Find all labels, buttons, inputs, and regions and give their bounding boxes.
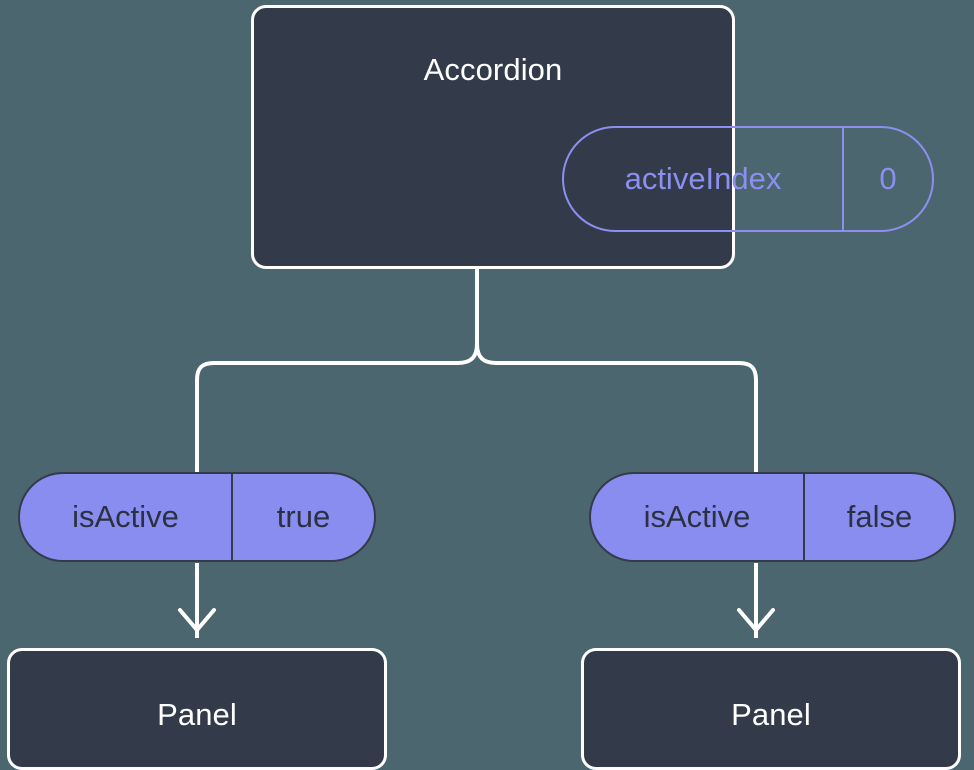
arrow-head-left-icon	[178, 608, 216, 634]
arrow-head-right-icon	[737, 608, 775, 634]
panel-node-left[interactable]: Panel	[7, 648, 387, 770]
panel-node-left-label: Panel	[157, 697, 237, 732]
accordion-node-label: Accordion	[423, 52, 563, 87]
state-pill-activeindex[interactable]: activeIndex 0	[562, 126, 934, 232]
state-pill-activeindex-key: activeIndex	[624, 161, 782, 196]
connector-fork-left	[195, 343, 479, 472]
prop-pill-isactive-false-key: isActive	[643, 499, 751, 534]
connector-fork-right	[475, 343, 758, 472]
state-pill-activeindex-value: 0	[842, 128, 932, 230]
accordion-node[interactable]: Accordion activeIndex 0	[251, 5, 934, 269]
panel-node-right-label: Panel	[731, 697, 811, 732]
prop-pill-isactive-true-value: true	[231, 474, 374, 560]
prop-pill-isactive-true[interactable]: isActive true	[18, 472, 376, 562]
prop-pill-isactive-false-value: false	[803, 474, 954, 560]
panel-node-right[interactable]: Panel	[581, 648, 961, 770]
prop-pill-isactive-false[interactable]: isActive false	[589, 472, 956, 562]
prop-pill-isactive-true-key: isActive	[72, 499, 179, 534]
